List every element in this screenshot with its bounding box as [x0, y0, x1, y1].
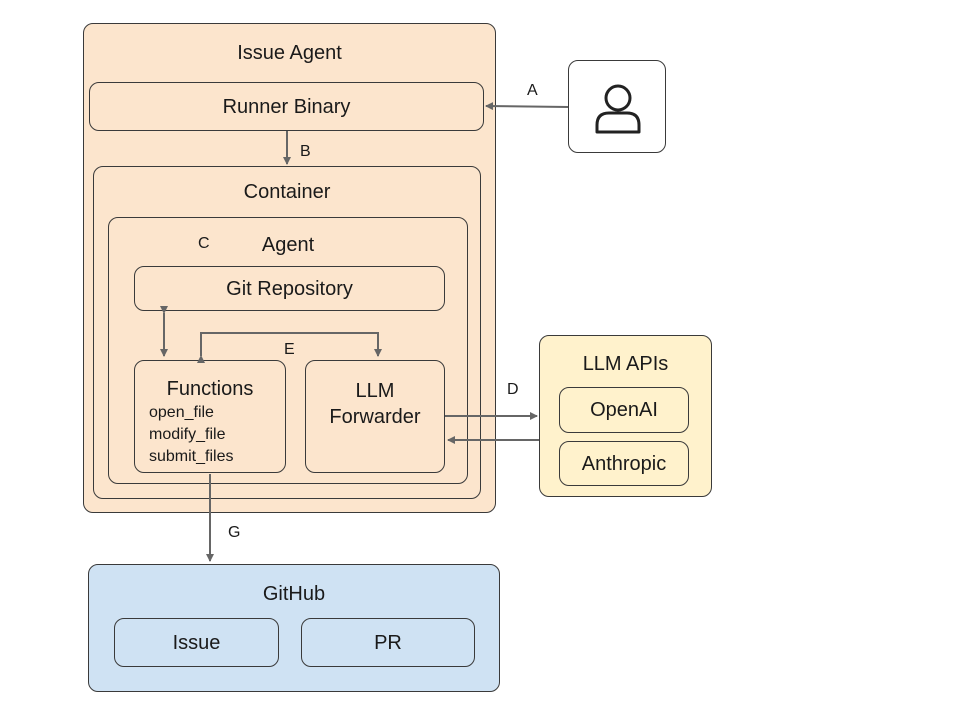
agent-title: Agent	[261, 234, 315, 256]
issue-agent-title: Issue Agent	[237, 42, 342, 64]
function-open-file: open_file	[149, 404, 214, 421]
label-b: B	[300, 143, 311, 160]
github-title: GitHub	[262, 583, 326, 605]
user-box	[568, 60, 666, 153]
container-label: Container	[243, 181, 331, 203]
anthropic-label: Anthropic	[581, 453, 667, 475]
label-g: G	[228, 524, 241, 541]
github-issue-box	[114, 618, 279, 667]
function-modify-file: modify_file	[149, 426, 226, 443]
arrow-a	[485, 102, 569, 111]
arrow-e	[197, 332, 382, 363]
github-pr-label: PR	[374, 632, 402, 654]
functions-box	[134, 360, 286, 473]
user-icon	[595, 84, 641, 134]
anthropic-box	[559, 441, 689, 486]
git-repository-label: Git Repository	[226, 278, 353, 300]
label-a: A	[527, 82, 538, 99]
function-submit-files: submit_files	[149, 448, 234, 465]
label-d: D	[507, 381, 519, 398]
openai-label: OpenAI	[590, 399, 658, 421]
runner-binary-box	[89, 82, 484, 131]
llm-forwarder-label: LLM Forwarder	[329, 380, 421, 428]
openai-box	[559, 387, 689, 433]
llm-apis-title: LLM APIs	[582, 353, 669, 375]
functions-title: Functions	[166, 378, 254, 400]
git-repository-box	[134, 266, 445, 311]
github-pr-box	[301, 618, 475, 667]
github-issue-label: Issue	[172, 632, 221, 654]
runner-binary-label: Runner Binary	[222, 96, 351, 118]
label-c: C	[198, 235, 210, 252]
